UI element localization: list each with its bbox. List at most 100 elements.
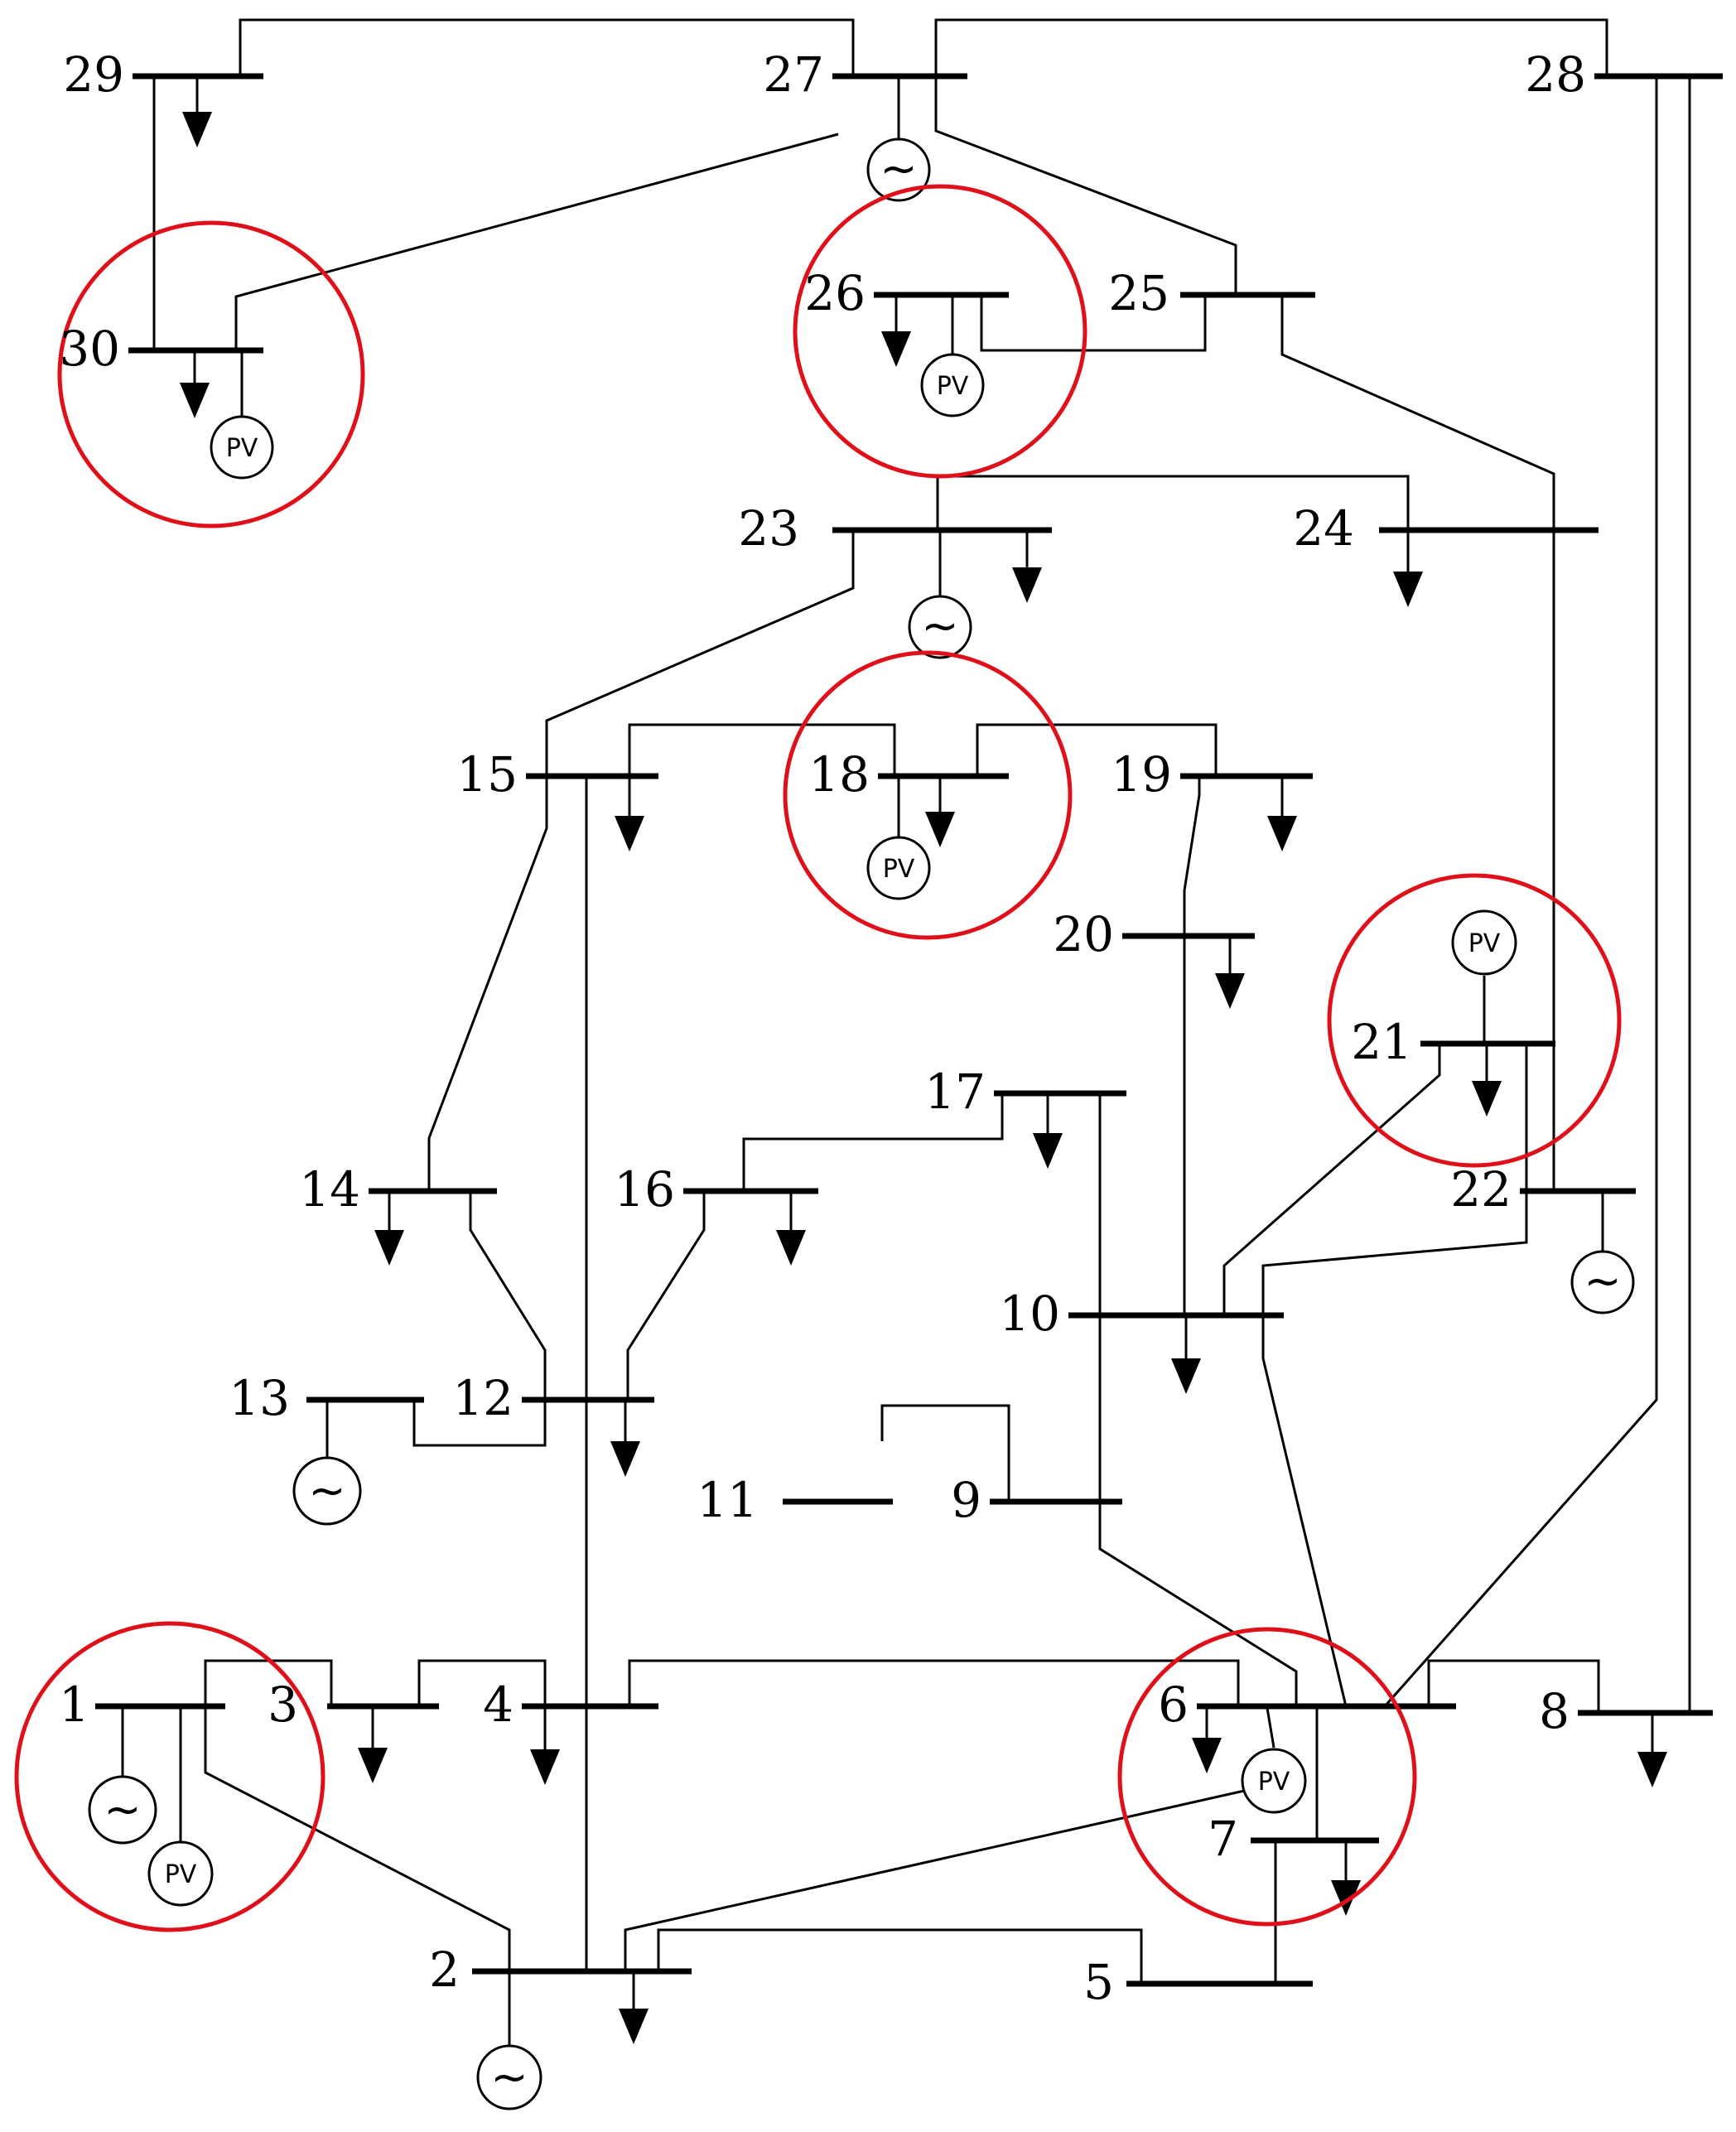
pv-icon: PV [866, 836, 931, 900]
pv-icon: PV [210, 415, 274, 480]
load-arrow-6 [1192, 1706, 1222, 1773]
bus-label-23: 23 [738, 500, 799, 557]
pv-icon: PV [1241, 1748, 1307, 1814]
line-21-6 [1261, 1044, 1528, 1707]
bus-label-3: 3 [268, 1676, 298, 1733]
line-25-22 [1280, 295, 1555, 1191]
pv-icon: PV [920, 353, 985, 417]
line-2-5 [657, 1928, 1143, 1984]
line-1-2 [204, 1706, 511, 1971]
line-27-25 [934, 76, 1237, 295]
bus-label-14: 14 [299, 1161, 360, 1218]
line-26-25 [980, 295, 1207, 352]
pv-icon: PV [1451, 909, 1517, 976]
generator-icon: ~ [292, 1456, 362, 1526]
bus-label-18: 18 [808, 746, 870, 803]
line-11-9 [880, 1404, 1010, 1502]
bus-label-5: 5 [1083, 1954, 1114, 2010]
bus-label-24: 24 [1293, 500, 1354, 557]
highlight-circle-30 [57, 220, 365, 528]
line-2-6 [624, 1786, 1260, 1971]
load-arrow-26 [881, 295, 911, 367]
bus-label-30: 30 [59, 321, 120, 377]
bus-label-1: 1 [59, 1676, 89, 1733]
svg-text:PV: PV [937, 372, 969, 401]
load-arrow-29 [182, 76, 212, 147]
load-arrow-18 [925, 776, 955, 847]
bus-label-12: 12 [452, 1370, 514, 1426]
load-arrow-16 [776, 1191, 806, 1266]
svg-text:PV: PV [1258, 1768, 1290, 1797]
bus-label-11: 11 [697, 1472, 758, 1528]
load-arrow-19 [1267, 776, 1297, 851]
bus-label-4: 4 [483, 1676, 514, 1733]
line-18-19 [976, 723, 1218, 776]
bus-label-26: 26 [804, 265, 866, 321]
line-27-30 [234, 133, 839, 350]
load-arrow-2 [619, 1971, 649, 2044]
bus-label-29: 29 [63, 46, 124, 103]
load-arrows [180, 76, 1667, 2044]
bus-label-21: 21 [1351, 1014, 1412, 1070]
generator-icon: ~ [88, 1775, 157, 1845]
bus-label-10: 10 [999, 1285, 1060, 1342]
line-28-6 [1383, 76, 1658, 1707]
svg-text:PV: PV [226, 434, 258, 463]
load-arrow-12 [610, 1400, 640, 1477]
line-6-pv [1266, 1707, 1275, 1749]
line-27-28 [934, 18, 1608, 76]
line-16-12 [626, 1191, 706, 1400]
bus-label-28: 28 [1525, 46, 1586, 103]
line-15-14 [427, 776, 548, 1191]
load-arrow-17 [1033, 1093, 1063, 1169]
line-17-16 [742, 1093, 1004, 1191]
line-21-10 [1222, 1044, 1441, 1315]
generators: ~ ~ ~ ~ ~ ~ [88, 137, 1635, 2110]
highlight-circle-21 [1327, 873, 1622, 1168]
line-19-20-10 [1183, 776, 1201, 1315]
highlight-circle-6 [1117, 1627, 1417, 1927]
load-arrow-24 [1393, 530, 1423, 607]
svg-text:PV: PV [883, 855, 915, 884]
generator-icon: ~ [866, 137, 931, 202]
bus-label-15: 15 [456, 746, 518, 803]
bus-label-16: 16 [614, 1161, 675, 1218]
svg-text:~: ~ [490, 2051, 528, 2103]
line-29-27 [239, 18, 855, 76]
generator-icon: ~ [476, 2044, 542, 2110]
highlight-circle-1 [14, 1621, 326, 1932]
transmission-lines [152, 18, 1691, 1984]
svg-text:PV: PV [1468, 929, 1501, 958]
bus-label-8: 8 [1539, 1683, 1570, 1739]
load-arrow-8 [1637, 1713, 1667, 1787]
bus-label-9: 9 [951, 1472, 981, 1528]
svg-text:~: ~ [308, 1464, 345, 1517]
bus-label-22: 22 [1450, 1161, 1512, 1218]
bus-label-13: 13 [229, 1370, 290, 1426]
line-6-8 [1427, 1659, 1600, 1713]
highlight-circles [14, 184, 1622, 1932]
bus-labels: 29 27 28 26 25 30 23 24 15 18 19 20 21 1… [59, 46, 1586, 2010]
load-arrow-23 [1012, 530, 1042, 603]
line-3-4 [417, 1659, 547, 1706]
load-arrow-7 [1331, 1840, 1361, 1916]
bus-label-19: 19 [1111, 746, 1172, 803]
load-arrow-3 [358, 1706, 388, 1783]
svg-text:PV: PV [165, 1860, 197, 1889]
load-arrow-30 [180, 350, 210, 418]
bus-label-27: 27 [763, 46, 824, 103]
bus-label-20: 20 [1053, 906, 1114, 962]
line-4-6 [628, 1659, 1240, 1706]
generator-icon: ~ [908, 595, 972, 659]
svg-text:~: ~ [880, 142, 917, 195]
bus-label-6: 6 [1158, 1676, 1189, 1733]
bus-label-25: 25 [1108, 265, 1169, 321]
svg-text:~: ~ [921, 600, 958, 652]
line-17-6 [1098, 1093, 1298, 1706]
bus-label-17: 17 [924, 1064, 986, 1120]
line-23-15 [545, 530, 855, 776]
line-15-18 [628, 723, 896, 776]
bus-bars [95, 73, 1723, 1987]
highlight-circle-26 [793, 184, 1087, 479]
